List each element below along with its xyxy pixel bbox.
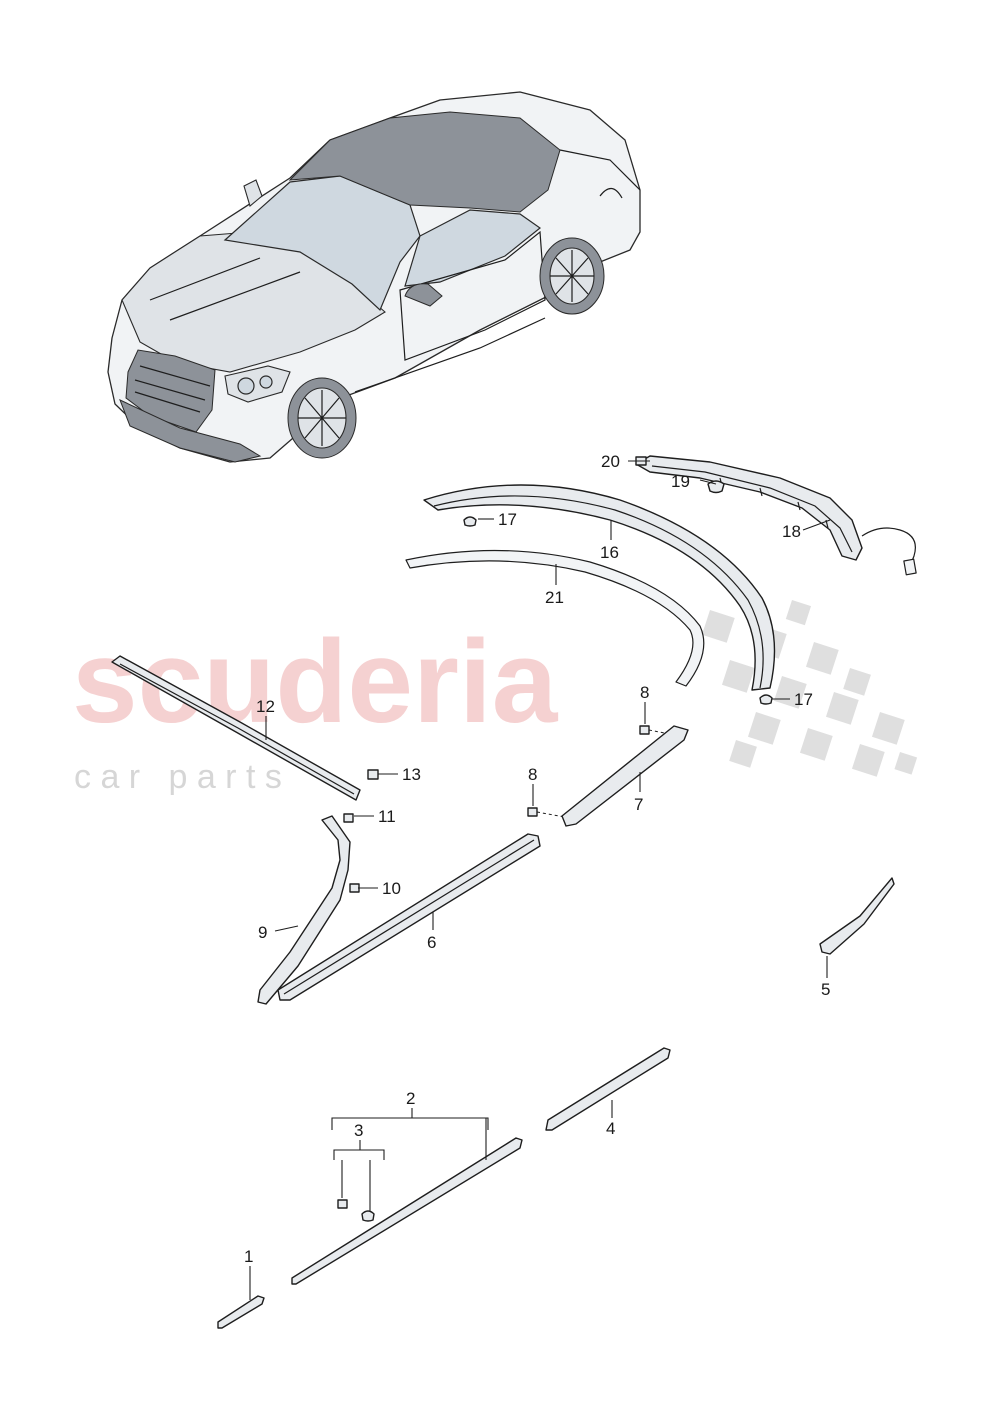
part-18-rear-trim xyxy=(635,455,917,576)
part-16-arched-trim xyxy=(423,484,776,691)
part-7-seal-strip xyxy=(561,725,689,827)
part-9-pillar-seal xyxy=(257,815,351,1005)
car-windscreen xyxy=(223,175,421,312)
watermark-brand: scuderia xyxy=(72,616,559,748)
callout-13: 13 xyxy=(402,765,421,784)
part-12-window-seal xyxy=(111,655,361,801)
watermark-subtitle: c a r p a r t s xyxy=(74,758,282,796)
part-2-sill-moulding xyxy=(291,1137,523,1285)
callout-4: 4 xyxy=(606,1119,615,1138)
callout-19: 19 xyxy=(671,472,690,491)
car-side-window xyxy=(404,209,542,287)
part-21-arched-seal xyxy=(405,549,705,687)
leader-lines xyxy=(249,460,831,1300)
callout-5: 5 xyxy=(821,980,830,999)
callout-20: 20 xyxy=(601,452,620,471)
callout-labels: 20 19 18 17 16 21 17 8 12 13 8 7 11 10 9… xyxy=(244,452,830,1266)
callout-3: 3 xyxy=(354,1121,363,1140)
callout-21: 21 xyxy=(545,588,564,607)
part-5-trim xyxy=(819,877,895,955)
car-grille xyxy=(125,349,216,433)
callout-18: 18 xyxy=(782,522,801,541)
part-17a-clip xyxy=(463,516,477,527)
callout-16: 16 xyxy=(600,543,619,562)
part-3a-clip xyxy=(337,1199,348,1209)
car-front-wheel xyxy=(287,377,357,459)
callout-10: 10 xyxy=(382,879,401,898)
callout-17b: 17 xyxy=(794,690,813,709)
car-illustration xyxy=(107,91,641,463)
callout-8b: 8 xyxy=(640,683,649,702)
part-17b-clip xyxy=(759,694,773,705)
watermark: scuderia c a r p a r t s xyxy=(72,600,918,796)
car-rear-wheel xyxy=(539,237,605,315)
callout-1: 1 xyxy=(244,1247,253,1266)
callout-11: 11 xyxy=(378,807,396,826)
callout-17a: 17 xyxy=(498,510,517,529)
part-10-clip xyxy=(349,883,360,893)
callout-2: 2 xyxy=(406,1089,415,1108)
part-1-end-cap xyxy=(217,1295,265,1329)
callout-8a: 8 xyxy=(528,765,537,784)
part-8b-clip xyxy=(639,725,650,735)
part-4-trim xyxy=(545,1047,671,1131)
part-19-clip xyxy=(707,480,725,494)
car-mirror xyxy=(404,283,443,307)
car-soft-top xyxy=(288,111,561,213)
part-11-clip xyxy=(343,813,354,823)
part-13-clip xyxy=(367,769,379,780)
part-6-door-seal xyxy=(277,833,541,1001)
callout-9: 9 xyxy=(258,923,267,942)
callout-6: 6 xyxy=(427,933,436,952)
callout-12: 12 xyxy=(256,697,275,716)
part-3b-clip xyxy=(361,1210,375,1222)
car-lower-grille xyxy=(119,399,262,463)
callout-7: 7 xyxy=(634,795,643,814)
checkered-flag-watermark xyxy=(701,600,918,777)
part-8a-clip xyxy=(527,807,538,817)
